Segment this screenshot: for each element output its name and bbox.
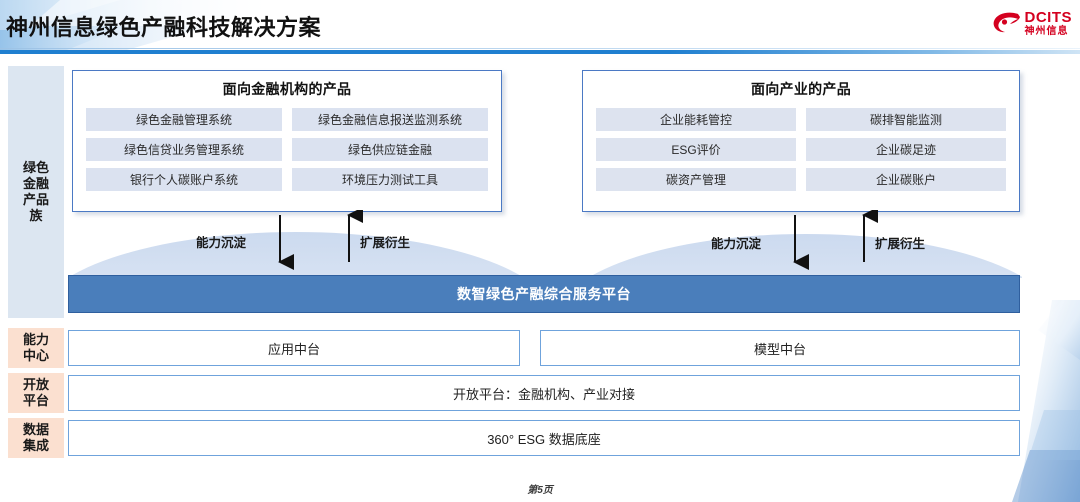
product-item[interactable]: 环境压力测试工具 (292, 168, 488, 191)
panel-industry-products: 面向产业的产品 企业能耗管控 碳排智能监测 ESG评价 企业碳足迹 碳资产管理 … (582, 70, 1020, 212)
product-grid-financial: 绿色金融管理系统 绿色金融信息报送监测系统 绿色信贷业务管理系统 绿色供应链金融… (73, 99, 501, 191)
sidebar-label-green-finance: 绿色金融产品族 (23, 159, 50, 224)
product-item[interactable]: 碳排智能监测 (806, 108, 1006, 131)
product-item[interactable]: 绿色金融信息报送监测系统 (292, 108, 488, 131)
product-item[interactable]: 绿色信贷业务管理系统 (86, 138, 282, 161)
sidebar-label-open-platform: 开放平台 (23, 376, 50, 408)
box-data-integration[interactable]: 360° ESG 数据底座 (68, 420, 1020, 456)
box-label-model-middle-platform: 模型中台 (753, 341, 806, 357)
box-app-middle-platform[interactable]: 应用中台 (68, 330, 520, 366)
product-item[interactable]: 银行个人碳账户系统 (86, 168, 282, 191)
box-label-open-platform: 开放平台：金融机构、产业对接 (452, 386, 635, 402)
panel-financial-institution-products: 面向金融机构的产品 绿色金融管理系统 绿色金融信息报送监测系统 绿色信贷业务管理… (72, 70, 502, 212)
sidebar-item-ability-center[interactable]: 能力中心 (8, 328, 64, 368)
page-title: 神州信息绿色产融科技解决方案 (6, 15, 322, 40)
flow-label-right-down: 能力沉淀 (711, 237, 762, 251)
logo-text-cn: 神州信息 (1024, 25, 1069, 37)
platform-label: 数智绿色产融综合服务平台 (457, 286, 631, 302)
header-rule (0, 50, 1080, 54)
sidebar-item-open-platform[interactable]: 开放平台 (8, 373, 64, 413)
logo: DCITS 神州信息 (991, 6, 1073, 40)
flow-label-left-up: 扩展衍生 (360, 236, 411, 250)
platform-bar[interactable]: 数智绿色产融综合服务平台 (68, 275, 1020, 313)
panel-title-industry: 面向产业的产品 (750, 81, 852, 97)
header-rule-thin (0, 48, 1080, 49)
product-item[interactable]: ESG评价 (596, 138, 796, 161)
page-number: 第5页 (527, 485, 553, 496)
box-label-data-integration: 360° ESG 数据底座 (487, 431, 601, 447)
box-model-middle-platform[interactable]: 模型中台 (540, 330, 1020, 366)
product-item[interactable]: 企业碳账户 (806, 168, 1006, 191)
flow-label-right-up: 扩展衍生 (875, 237, 926, 251)
panel-title-financial: 面向金融机构的产品 (222, 81, 352, 97)
sidebar-label-ability-center: 能力中心 (23, 331, 50, 363)
product-item[interactable]: 绿色金融管理系统 (86, 108, 282, 131)
dcits-logo-mark (993, 12, 1020, 33)
box-label-app-middle-platform: 应用中台 (267, 341, 320, 357)
product-item[interactable]: 企业碳足迹 (806, 138, 1006, 161)
sidebar-item-green-finance-product-family[interactable]: 绿色金融产品族 (8, 66, 64, 318)
flow-label-left-down: 能力沉淀 (196, 236, 247, 250)
sidebar-label-data-integration: 数据集成 (23, 421, 50, 453)
product-grid-industry: 企业能耗管控 碳排智能监测 ESG评价 企业碳足迹 碳资产管理 企业碳账户 (583, 99, 1019, 191)
product-item[interactable]: 绿色供应链金融 (292, 138, 488, 161)
box-open-platform[interactable]: 开放平台：金融机构、产业对接 (68, 375, 1020, 411)
product-item[interactable]: 碳资产管理 (596, 168, 796, 191)
logo-text-en: DCITS (1024, 8, 1072, 26)
product-item[interactable]: 企业能耗管控 (596, 108, 796, 131)
sidebar-item-data-integration[interactable]: 数据集成 (8, 418, 64, 458)
